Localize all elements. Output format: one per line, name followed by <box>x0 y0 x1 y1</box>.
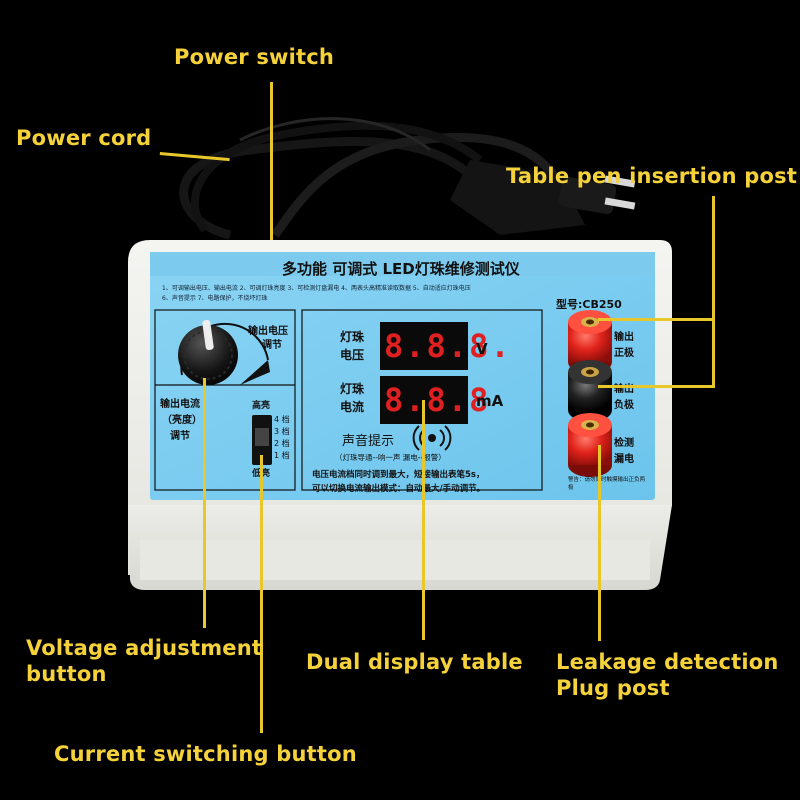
post-positive-label-2: 正极 <box>614 348 634 359</box>
leader-voltage-button <box>203 378 206 628</box>
sound-label: 声音提示 <box>342 434 395 449</box>
model-number: 型号:CB250 <box>556 298 622 311</box>
callout-dual-display: Dual display table <box>306 650 523 674</box>
device-title: 多功能 可调式 LED灯珠维修测试仪 <box>282 260 520 278</box>
current-readout: 8.8.8 <box>384 381 491 419</box>
leader-pen-post-bottom <box>598 385 715 388</box>
leader-pen-post-top <box>598 318 715 321</box>
features-line-1: 1、可调输出电压、输出电流 2、可调灯珠亮度 3、可检测灯盘漏电 4、两表头高精… <box>162 285 471 292</box>
callout-current-button: Current switching button <box>54 742 357 766</box>
gear-2: 2 档 <box>274 439 290 448</box>
post-negative-label-1: 输出 <box>614 384 634 395</box>
current-unit: mA <box>476 392 504 410</box>
callout-power-switch: Power switch <box>174 45 335 69</box>
leader-pen-post-vertical <box>712 196 715 386</box>
current-label-3: 调节 <box>170 431 190 442</box>
gear-4: 4 档 <box>274 415 290 424</box>
current-display-label-1: 灯珠 <box>340 382 365 396</box>
leader-dual-display <box>422 400 425 640</box>
current-label-1: 输出电流 <box>160 399 200 410</box>
power-plug <box>450 160 636 235</box>
voltage-knob-label-2: 调节 <box>262 340 282 351</box>
callout-voltage-button-2: button <box>26 662 107 686</box>
post-leakage-label-2: 漏电 <box>614 454 634 465</box>
usage-note-2: 可以切换电流输出模式：自动最大/手动调节。 <box>312 484 486 494</box>
leader-power-switch <box>270 82 273 240</box>
gear-1: 1 档 <box>274 451 290 460</box>
leader-leakage <box>598 445 601 641</box>
post-positive-label-1: 输出 <box>614 332 634 343</box>
voltage-readout: 8.8.8. <box>384 327 512 365</box>
callout-leakage-2: Plug post <box>556 676 670 700</box>
gear-3: 3 档 <box>274 427 290 436</box>
brightness-high: 高亮 <box>252 401 271 411</box>
callout-leakage-1: Leakage detection <box>556 650 779 674</box>
current-label-2: （亮度） <box>162 415 202 426</box>
current-display-label-2: 电流 <box>340 400 365 414</box>
leakage-post[interactable] <box>568 413 612 477</box>
voltage-unit: V <box>476 340 488 358</box>
features-line-2: 6、声音提示 7、电路保护，不烧坏灯珠 <box>162 295 268 302</box>
usage-note-1: 电压电流档同时调到最大，短接输出表笔5s， <box>312 470 485 480</box>
warning-text: 警告：请勿同时触摸输出正负两极 <box>568 477 646 491</box>
voltage-display <box>380 322 468 370</box>
sound-hint: （灯珠导通--响一声 漏电--报警） <box>335 453 446 462</box>
voltage-knob-label-1: 输出电压 <box>248 326 288 337</box>
negative-post[interactable] <box>568 360 612 422</box>
post-leakage-label-1: 检测 <box>614 438 634 449</box>
callout-pen-post: Table pen insertion post <box>506 164 798 188</box>
power-cord <box>179 117 564 240</box>
voltage-display-label-2: 电压 <box>340 348 365 362</box>
voltage-knob[interactable] <box>178 319 270 385</box>
post-negative-label-2: 负极 <box>614 400 634 411</box>
current-switch[interactable] <box>252 415 272 465</box>
callout-voltage-button-1: Voltage adjustment <box>26 636 263 660</box>
callout-power-cord: Power cord <box>16 126 152 150</box>
voltage-display-label-1: 灯珠 <box>340 330 365 344</box>
leader-current-button <box>260 455 263 733</box>
speaker-icon <box>412 425 452 451</box>
